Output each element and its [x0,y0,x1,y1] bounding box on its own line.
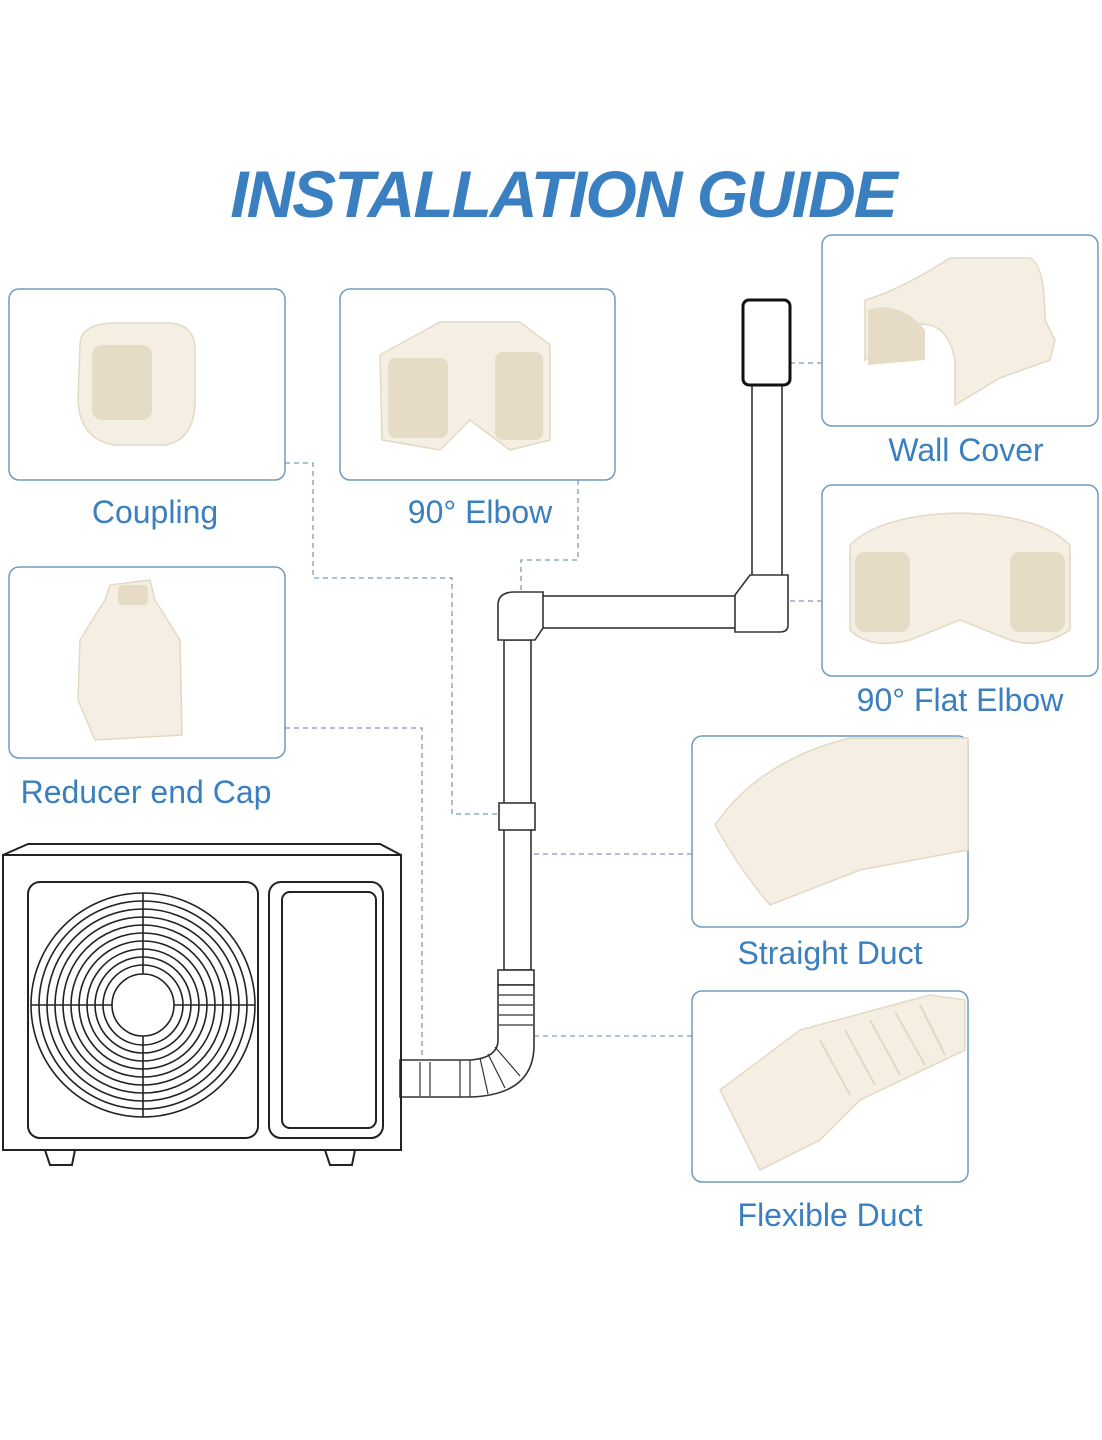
part-card-90-flat-elbow: 90° Flat Elbow [821,484,1099,718]
coupling-image [77,322,196,446]
reducer-image [77,579,183,741]
elbow-drawing [497,591,544,641]
wall-cover-label: Wall Cover [888,432,1044,468]
elbow-90-label: 90° Elbow [408,494,553,530]
reducer-end-cap-label: Reducer end Cap [21,774,272,810]
wall-cover-drawing [741,298,792,387]
part-card-reducer-end-cap: Reducer end Cap [8,566,286,810]
part-card-coupling: Coupling [8,288,286,530]
flat-elbow-drawing [734,574,789,633]
outdoor-ac-unit-drawing [2,843,402,1166]
fan-grille-icon [30,892,256,1118]
part-card-flexible-duct: Flexible Duct [691,990,969,1233]
straight-duct-image [714,737,969,906]
straight-duct-label: Straight Duct [738,935,923,971]
flat-elbow-image [849,512,1071,645]
duct-line-drawing [399,298,792,1098]
coupling-label: Coupling [92,494,218,530]
wall-cover-image [864,257,1056,407]
flat-elbow-90-label: 90° Flat Elbow [857,682,1065,718]
page-title: INSTALLATION GUIDE [230,157,899,231]
flexible-duct-image [719,994,966,1172]
coupling-drawing [498,802,536,831]
flexible-duct-label: Flexible Duct [738,1197,923,1233]
part-card-90-elbow: 90° Elbow [339,288,616,530]
elbow-image [379,321,551,451]
leader-lines [285,362,822,1058]
part-card-straight-duct: Straight Duct [691,735,969,971]
part-card-wall-cover: Wall Cover [821,234,1099,468]
